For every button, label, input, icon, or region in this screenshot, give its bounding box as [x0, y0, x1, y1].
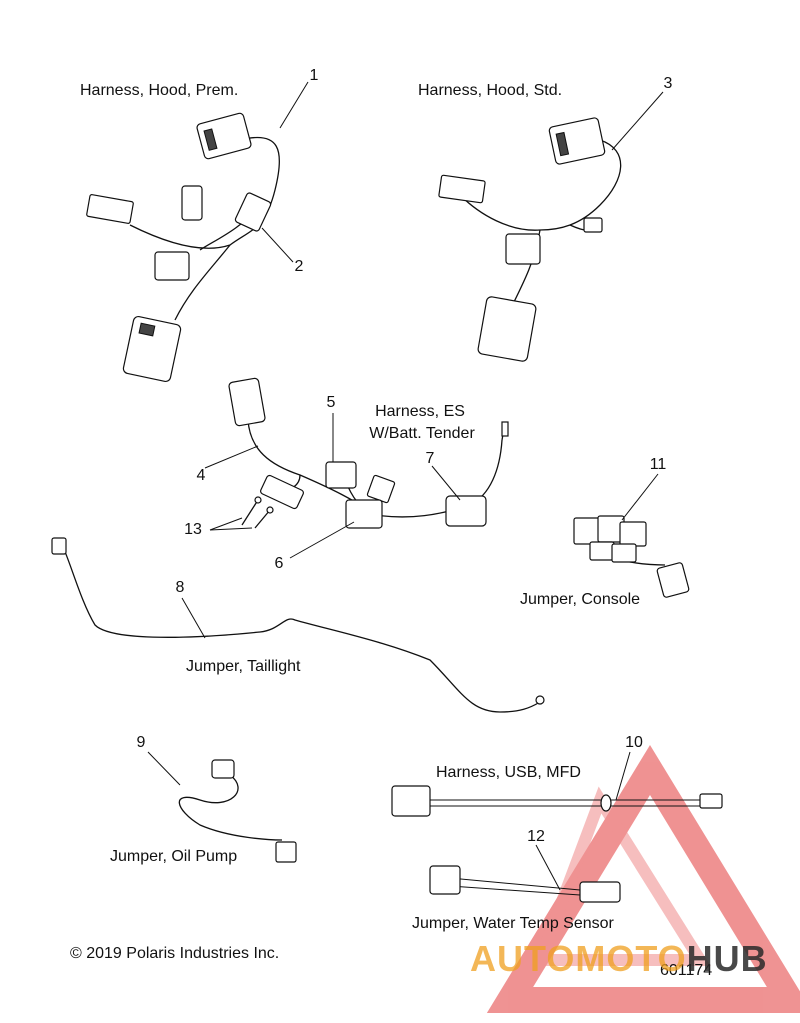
harness-hood-prem	[86, 112, 281, 383]
callout-12: 12	[527, 828, 545, 845]
label-console: Jumper, Console	[520, 591, 641, 608]
figure-number: 601174	[660, 962, 713, 979]
callout-8: 8	[175, 579, 185, 596]
harness-usb-mfd	[391, 785, 723, 817]
callout-11: 11	[649, 456, 667, 473]
callout-10: 10	[625, 734, 643, 751]
callout-2: 2	[294, 258, 304, 275]
label-es-line1: Harness, ES	[375, 403, 465, 420]
callout-9: 9	[136, 734, 146, 751]
label-es-line2: W/Batt. Tender	[369, 425, 475, 442]
screws	[241, 496, 274, 529]
callout-7: 7	[425, 450, 435, 467]
label-taillight: Jumper, Taillight	[186, 658, 301, 675]
jumper-taillight	[51, 537, 545, 713]
harness-es	[228, 377, 509, 529]
copyright-text: © 2019 Polaris Industries Inc.	[70, 945, 280, 962]
jumper-water-temp	[429, 865, 621, 903]
callout-13: 13	[184, 521, 202, 538]
callout-1: 1	[309, 67, 319, 84]
label-oil-pump: Jumper, Oil Pump	[110, 848, 238, 865]
callout-6: 6	[274, 555, 284, 572]
label-water-temp: Jumper, Water Temp Sensor	[412, 915, 614, 932]
callout-4: 4	[196, 467, 206, 484]
watermark-part2: HUB	[686, 938, 768, 979]
watermark-part1: AUTOMOTO	[470, 938, 687, 979]
jumper-oil-pump	[178, 759, 297, 863]
label-usb: Harness, USB, MFD	[436, 764, 581, 781]
watermark-text: AUTOMOTOHUB	[470, 938, 768, 980]
callout-5: 5	[326, 394, 336, 411]
label-hood-prem: Harness, Hood, Prem.	[80, 82, 239, 99]
label-hood-std: Harness, Hood, Std.	[418, 82, 563, 99]
callout-3: 3	[663, 75, 673, 92]
jumper-console	[573, 515, 690, 598]
harness-hood-std	[438, 117, 622, 362]
